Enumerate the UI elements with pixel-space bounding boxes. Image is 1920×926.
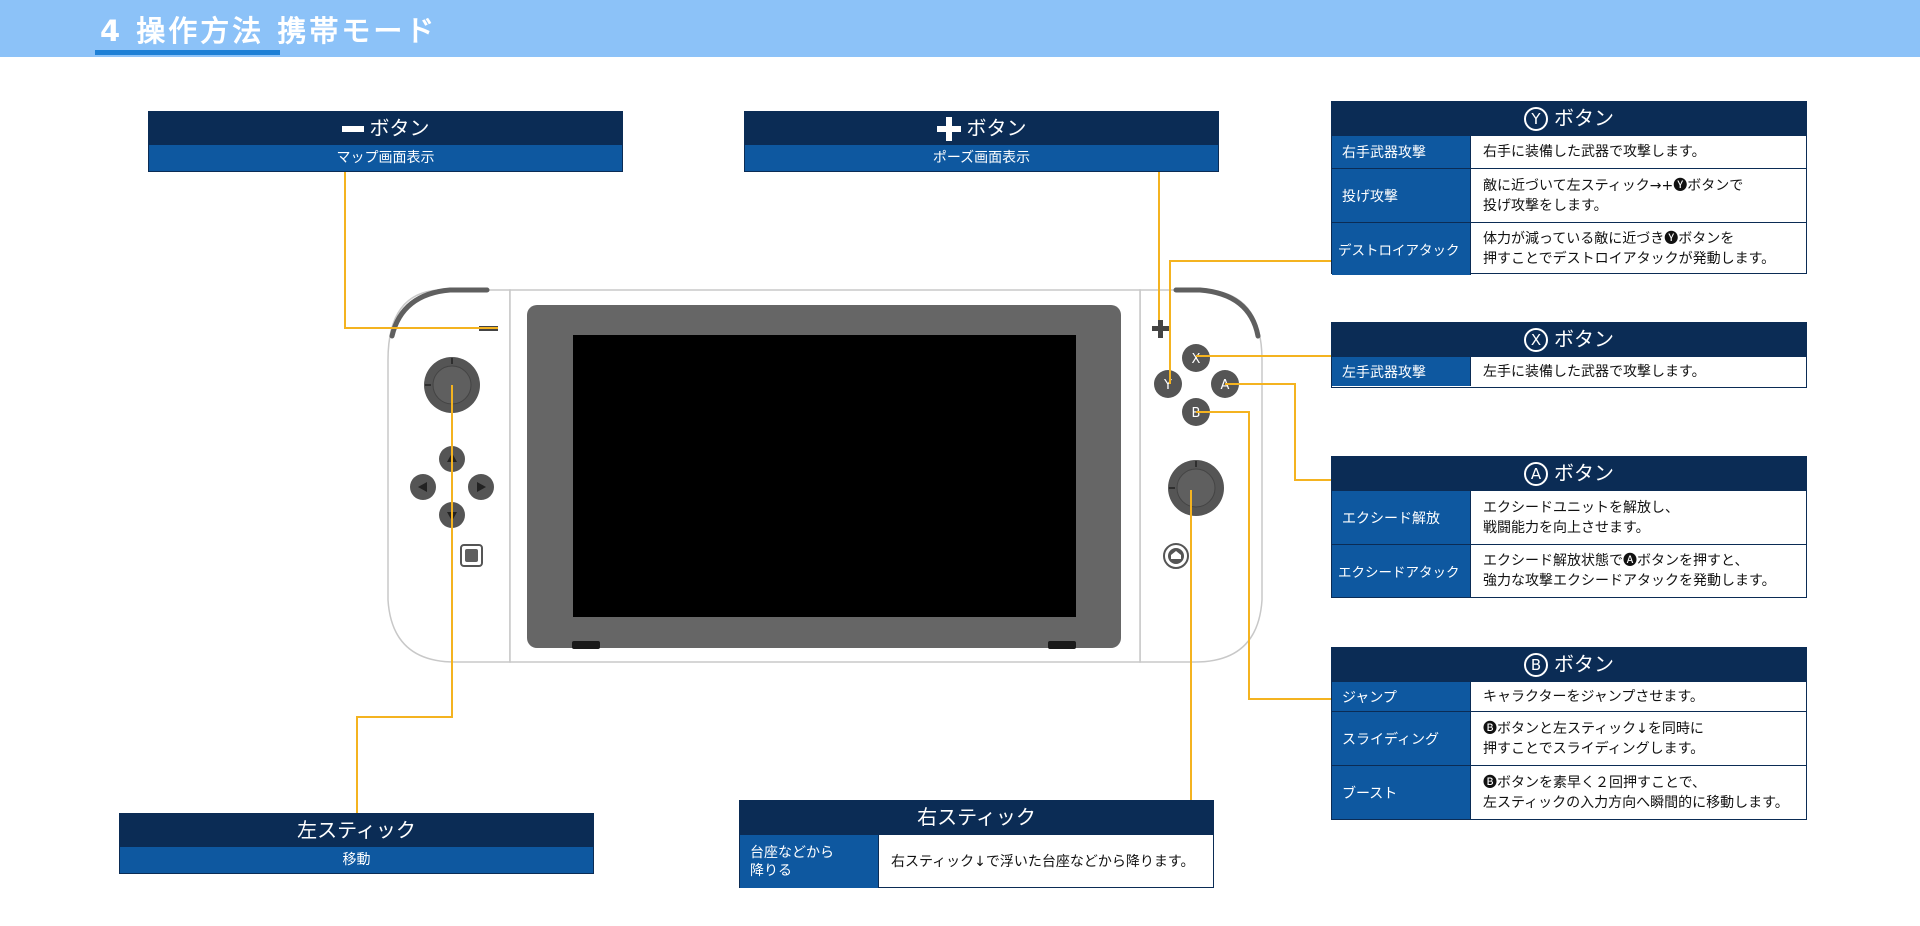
plus-box-subtitle: ポーズ画面表示 <box>745 145 1218 171</box>
row-desc: 左手に装備した武器で攻撃します。 <box>1470 357 1806 386</box>
row-label: デストロイアタック <box>1332 223 1470 275</box>
right-foot <box>1048 641 1076 649</box>
b-connector <box>1196 411 1332 700</box>
row-label: 左手武器攻撃 <box>1332 357 1470 386</box>
plus-icon <box>936 116 961 141</box>
x-letter-icon: X <box>1524 327 1548 352</box>
table-row: 投げ攻撃 敵に近づいて左スティック→+🅨ボタンで 投げ攻撃をします。 <box>1332 168 1806 222</box>
y-button-box: Y ボタン 右手武器攻撃 右手に装備した武器で攻撃します。 投げ攻撃 敵に近づい… <box>1331 101 1807 275</box>
table-row: エクシード解放 エクシードユニットを解放し、 戦闘能力を向上させます。 <box>1332 490 1806 544</box>
b-button-box: B ボタン ジャンプ キャラクターをジャンプさせます。 スライディング 🅑ボタン… <box>1331 647 1807 820</box>
x-button-label: X <box>1192 352 1201 367</box>
right-stick-box: 右スティック 台座などから 降りる 右スティック↓で浮いた台座などから降ります。 <box>739 800 1214 888</box>
row-label: 投げ攻撃 <box>1332 169 1470 222</box>
table-row: ジャンプ キャラクターをジャンプさせます。 <box>1332 681 1806 711</box>
minus-button-box: ボタン マップ画面表示 <box>148 111 623 172</box>
x-button <box>1182 344 1210 372</box>
y-letter-icon: Y <box>1524 106 1548 131</box>
row-desc: 🅑ボタンと左スティック↓を同時に 押すことでスライディングします。 <box>1470 712 1806 765</box>
left-bumper <box>389 287 490 339</box>
y-connector <box>1169 260 1332 384</box>
left-stick-box-title: 左スティック <box>120 814 593 847</box>
x-box-title: X ボタン <box>1332 323 1806 356</box>
table-row: 右手武器攻撃 右手に装備した武器で攻撃します。 <box>1332 135 1806 168</box>
row-label: ジャンプ <box>1332 682 1470 711</box>
table-row: スライディング 🅑ボタンと左スティック↓を同時に 押すことでスライディングします… <box>1332 711 1806 765</box>
left-stick-box: 左スティック 移動 <box>119 813 594 874</box>
table-row: 台座などから 降りる 右スティック↓で浮いた台座などから降ります。 <box>740 834 1213 888</box>
b-button-label: B <box>1192 406 1201 421</box>
row-desc: 🅑ボタンを素早く２回押すことで、 左スティックの入力方向へ瞬間的に移動します。 <box>1470 766 1806 819</box>
b-box-title: B ボタン <box>1332 648 1806 681</box>
row-desc: 体力が減っている敵に近づき🅨ボタンを 押すことでデストロイアタックが発動します。 <box>1470 223 1806 275</box>
row-desc: 敵に近づいて左スティック→+🅨ボタンで 投げ攻撃をします。 <box>1470 169 1806 222</box>
title-underline <box>95 50 280 55</box>
header-bar: 4 操作方法 携帯モード <box>0 0 1920 57</box>
table-row: エクシードアタック エクシード解放状態で🅐ボタンを押すと、 強力な攻撃エクシード… <box>1332 544 1806 597</box>
y-box-title: Y ボタン <box>1332 102 1806 135</box>
plus-button-v <box>1158 320 1163 338</box>
table-row: デストロイアタック 体力が減っている敵に近づき🅨ボタンを 押すことでデストロイア… <box>1332 222 1806 275</box>
a-button-box: A ボタン エクシード解放 エクシードユニットを解放し、 戦闘能力を向上させます… <box>1331 456 1807 598</box>
minus-box-title: ボタン <box>149 112 622 145</box>
right-stick-cap <box>1176 468 1216 508</box>
row-label: エクシード解放 <box>1332 491 1470 544</box>
plus-button-box: ボタン ポーズ画面表示 <box>744 111 1219 172</box>
row-desc: エクシード解放状態で🅐ボタンを押すと、 強力な攻撃エクシードアタックを発動します… <box>1470 545 1806 597</box>
table-row: 左手武器攻撃 左手に装備した武器で攻撃します。 <box>1332 356 1806 386</box>
y-button-label: Y <box>1163 378 1172 393</box>
row-label: 台座などから 降りる <box>740 835 878 888</box>
row-label: ブースト <box>1332 766 1470 819</box>
left-foot <box>572 641 600 649</box>
left-stick-connector <box>356 385 453 813</box>
b-letter-icon: B <box>1524 652 1548 677</box>
row-label: スライディング <box>1332 712 1470 765</box>
minus-connector <box>344 172 498 329</box>
row-label: エクシードアタック <box>1332 545 1470 597</box>
table-row: ブースト 🅑ボタンを素早く２回押すことで、 左スティックの入力方向へ瞬間的に移動… <box>1332 765 1806 819</box>
a-button-label: A <box>1221 378 1230 393</box>
y-button <box>1154 370 1182 398</box>
row-label: 右手武器攻撃 <box>1332 136 1470 168</box>
screen <box>573 335 1076 617</box>
home-icon <box>1171 551 1181 559</box>
a-connector <box>1225 383 1332 481</box>
left-joycon <box>387 289 511 663</box>
left-stick-box-subtitle: 移動 <box>120 847 593 873</box>
row-desc: エクシードユニットを解放し、 戦闘能力を向上させます。 <box>1470 491 1806 544</box>
minus-icon <box>341 125 364 132</box>
right-bumper <box>1173 287 1261 339</box>
row-desc: キャラクターをジャンプさせます。 <box>1470 682 1806 711</box>
minus-box-subtitle: マップ画面表示 <box>149 145 622 171</box>
row-desc: 右スティック↓で浮いた台座などから降ります。 <box>878 835 1213 888</box>
page-title: 4 操作方法 携帯モード <box>100 14 438 48</box>
a-box-title: A ボタン <box>1332 457 1806 490</box>
x-button-box: X ボタン 左手武器攻撃 左手に装備した武器で攻撃します。 <box>1331 322 1807 388</box>
a-letter-icon: A <box>1524 461 1548 486</box>
row-desc: 右手に装備した武器で攻撃します。 <box>1470 136 1806 168</box>
right-stick-box-title: 右スティック <box>740 801 1213 834</box>
plus-box-title: ボタン <box>745 112 1218 145</box>
